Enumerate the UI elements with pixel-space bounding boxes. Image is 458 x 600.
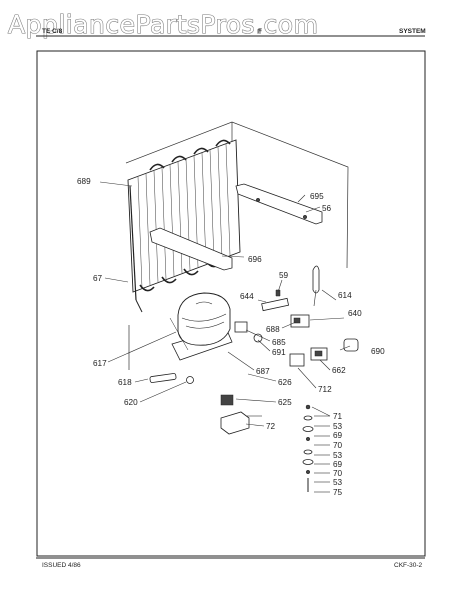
bracket-695	[235, 183, 323, 225]
header-middle: F	[258, 28, 262, 35]
callout-690: 690	[371, 347, 385, 356]
callout-687: 687	[256, 367, 270, 376]
callout-70-b: 70	[333, 469, 343, 478]
callout-644: 644	[240, 292, 254, 301]
callout-72: 72	[266, 422, 276, 431]
part-614	[312, 265, 320, 294]
footer-code: CKF-30-2	[394, 562, 423, 569]
callout-626: 626	[278, 378, 292, 387]
part-625	[220, 394, 234, 406]
hardware-stack	[302, 404, 314, 492]
callout-640: 640	[348, 309, 362, 318]
footer-issued: ISSUED 4/86	[42, 562, 81, 569]
callout-71: 71	[333, 412, 343, 421]
diagram-frame	[36, 50, 426, 557]
watermark: AppliancePartsPros.com	[8, 10, 318, 39]
callout-53-c: 53	[333, 478, 343, 487]
callout-625: 625	[278, 398, 292, 407]
part-690	[343, 338, 359, 352]
callout-70: 70	[333, 441, 343, 450]
callout-618: 618	[118, 378, 132, 387]
callout-labels: 689 695 56 696 67 59 614 644 640 688 685…	[77, 177, 385, 497]
callout-69-b: 69	[333, 460, 343, 469]
leader-lines	[99, 181, 351, 427]
part-691	[253, 333, 263, 343]
part-72	[220, 411, 250, 435]
callout-69: 69	[333, 431, 343, 440]
callout-75: 75	[333, 488, 343, 497]
callout-662: 662	[332, 366, 346, 375]
callout-685: 685	[272, 338, 286, 347]
callout-695: 695	[310, 192, 324, 201]
part-618	[149, 373, 177, 383]
header-right: SYSTEM	[399, 28, 426, 35]
callout-53-b: 53	[333, 451, 343, 460]
header-left: TE C/8	[42, 28, 63, 35]
callout-56: 56	[322, 204, 332, 213]
compressor	[169, 292, 233, 361]
part-685	[234, 321, 248, 333]
callout-696: 696	[248, 255, 262, 264]
bracket-696	[149, 227, 233, 271]
part-620	[186, 376, 194, 384]
part-59	[275, 289, 281, 297]
callout-53: 53	[333, 422, 343, 431]
callout-688: 688	[266, 325, 280, 334]
part-644	[261, 297, 290, 312]
callout-620: 620	[124, 398, 138, 407]
callout-617: 617	[93, 359, 107, 368]
callout-712: 712	[318, 385, 332, 394]
callout-691: 691	[272, 348, 286, 357]
part-712	[289, 353, 305, 367]
callout-614: 614	[338, 291, 352, 300]
callout-67: 67	[93, 274, 103, 283]
condenser-coil	[127, 139, 241, 313]
callout-689: 689	[77, 177, 91, 186]
callout-59: 59	[279, 271, 289, 280]
